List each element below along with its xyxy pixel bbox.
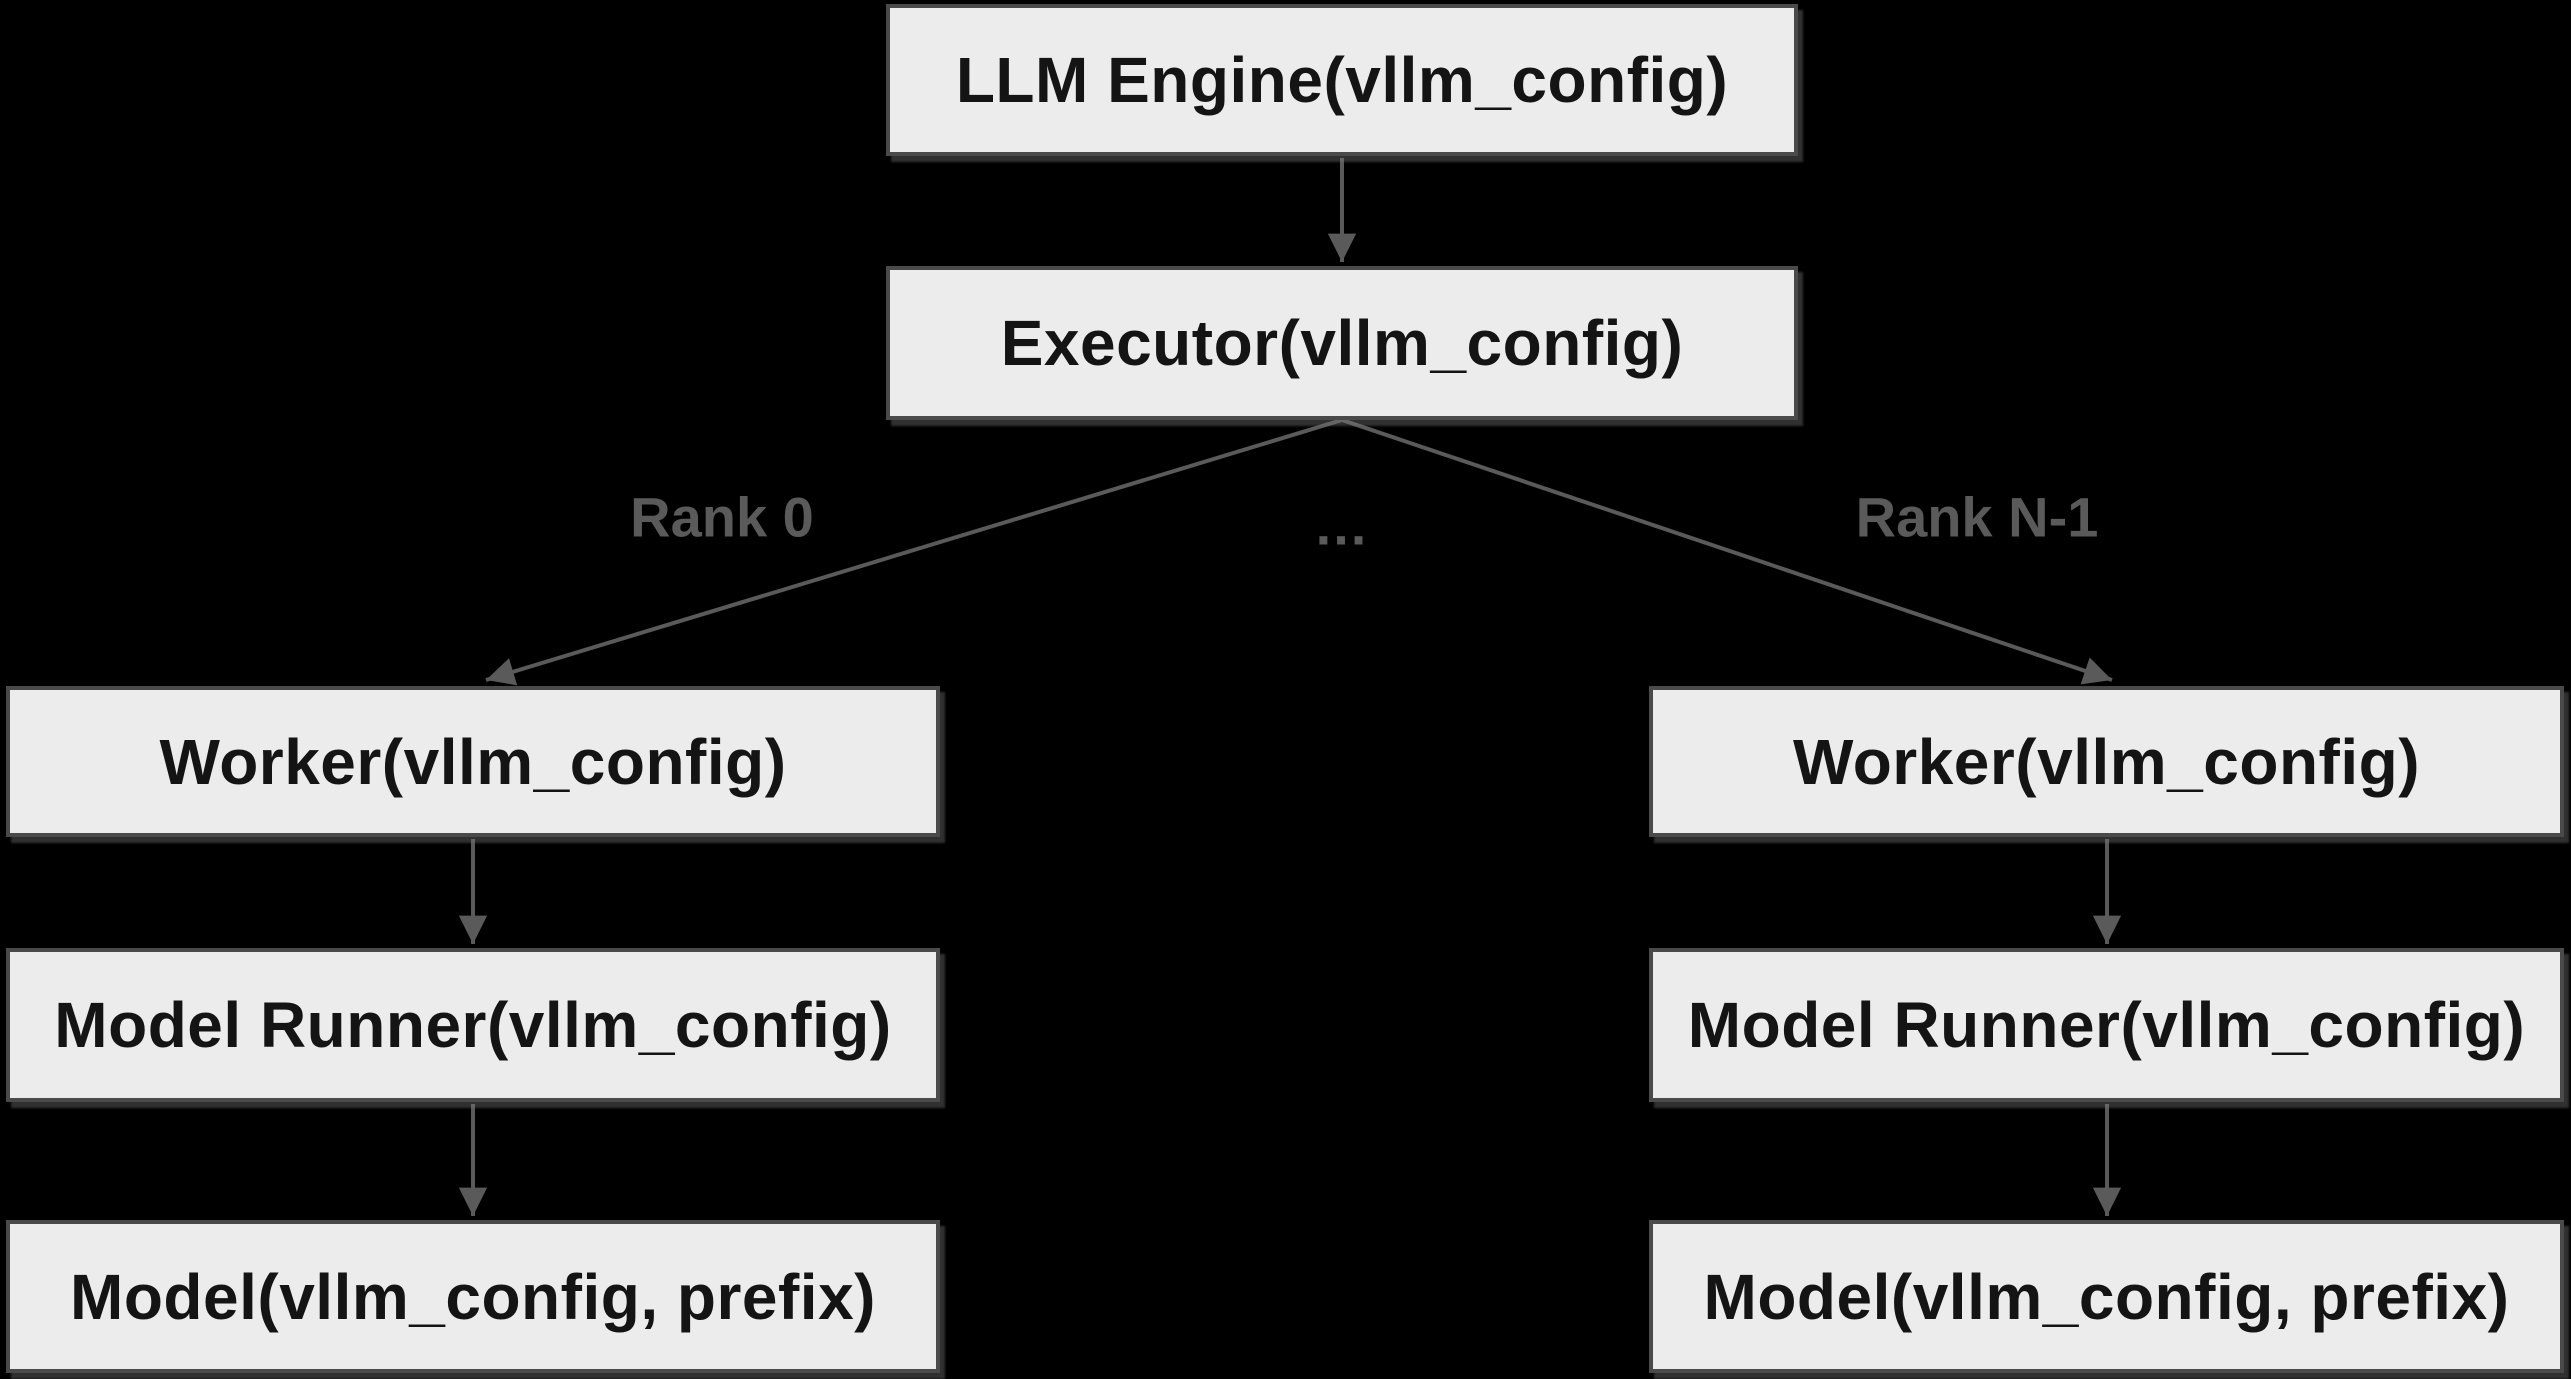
- node-executor-label: Executor(vllm_config): [1000, 307, 1684, 379]
- node-worker-rank0: Worker(vllm_config): [6, 686, 940, 837]
- node-model-rank0: Model(vllm_config, prefix): [6, 1220, 940, 1373]
- edge-executor-to-worker-rankn: [1341, 418, 2113, 685]
- node-llm-engine: LLM Engine(vllm_config): [886, 4, 1798, 156]
- node-model-rankn: Model(vllm_config, prefix): [1649, 1220, 2564, 1373]
- edge-label-rank-0: Rank 0: [630, 485, 814, 549]
- edge-executor-to-worker-rank0: [485, 418, 1343, 686]
- node-llm-engine-label: LLM Engine(vllm_config): [955, 44, 1729, 116]
- node-executor: Executor(vllm_config): [886, 266, 1798, 420]
- node-worker-rank0-label: Worker(vllm_config): [159, 725, 787, 798]
- node-model-runner-rank0-label: Model Runner(vllm_config): [54, 989, 892, 1061]
- node-worker-rankn-label: Worker(vllm_config): [1792, 725, 2421, 798]
- edge-label-ellipsis: ...: [1315, 493, 1369, 557]
- node-model-rankn-label: Model(vllm_config, prefix): [1703, 1260, 2510, 1333]
- node-model-runner-rankn-label: Model Runner(vllm_config): [1687, 989, 2526, 1061]
- node-model-rank0-label: Model(vllm_config, prefix): [70, 1260, 876, 1333]
- edge-label-rank-n-1: Rank N-1: [1855, 485, 2099, 549]
- node-model-runner-rank0: Model Runner(vllm_config): [6, 948, 940, 1102]
- node-model-runner-rankn: Model Runner(vllm_config): [1649, 948, 2564, 1102]
- node-worker-rankn: Worker(vllm_config): [1649, 686, 2564, 837]
